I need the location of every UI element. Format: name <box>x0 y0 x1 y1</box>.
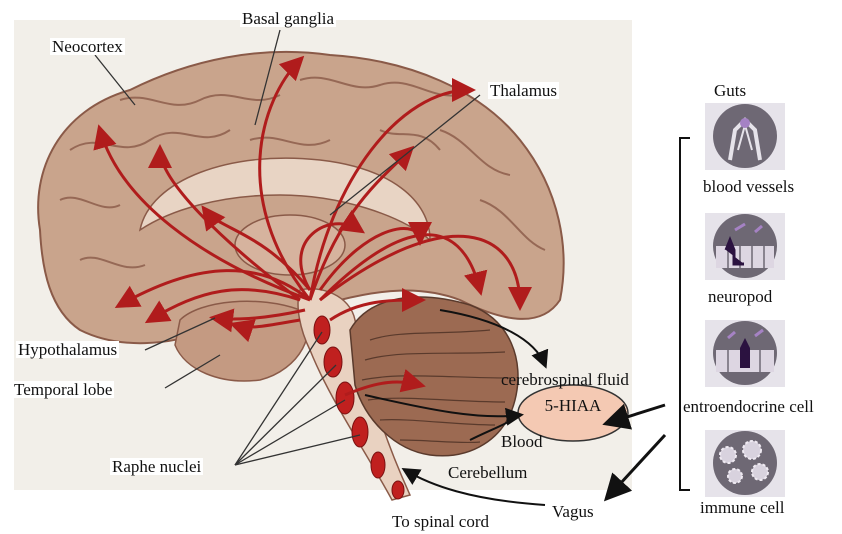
label-5-hiaa: 5-HIAA <box>513 397 633 414</box>
label-blood-vessels: blood vessels <box>703 178 794 195</box>
raphe-nucleus <box>352 417 368 447</box>
raphe-nucleus <box>336 382 354 414</box>
label-entroendocrine-cell: entroendocrine cell <box>683 398 814 415</box>
blood-vessels-icon <box>705 103 785 170</box>
label-cerebellum: Cerebellum <box>448 464 527 481</box>
immune-cell-icon <box>705 430 785 497</box>
label-thalamus: Thalamus <box>488 82 559 99</box>
raphe-nucleus <box>371 452 385 478</box>
label-immune-cell: immune cell <box>700 499 785 516</box>
label-basal-ganglia: Basal ganglia <box>240 10 336 27</box>
neuropod-icon <box>705 213 785 280</box>
raphe-nucleus <box>392 481 404 499</box>
label-to-spinal-cord: To spinal cord <box>390 513 491 530</box>
label-raphe-nuclei: Raphe nuclei <box>110 458 203 475</box>
guts-bracket <box>680 138 690 490</box>
label-temporal-lobe: Temporal lobe <box>12 381 114 398</box>
label-cerebrospinal-fluid: cerebrospinal fluid <box>501 371 629 388</box>
enteroendocrine-cell-icon <box>705 320 785 387</box>
raphe-nucleus <box>324 347 342 377</box>
label-neocortex: Neocortex <box>50 38 125 55</box>
label-guts: Guts <box>714 82 746 99</box>
label-blood: Blood <box>501 433 543 450</box>
label-hypothalamus: Hypothalamus <box>16 341 119 358</box>
label-vagus: Vagus <box>552 503 594 520</box>
label-neuropod: neuropod <box>708 288 772 305</box>
